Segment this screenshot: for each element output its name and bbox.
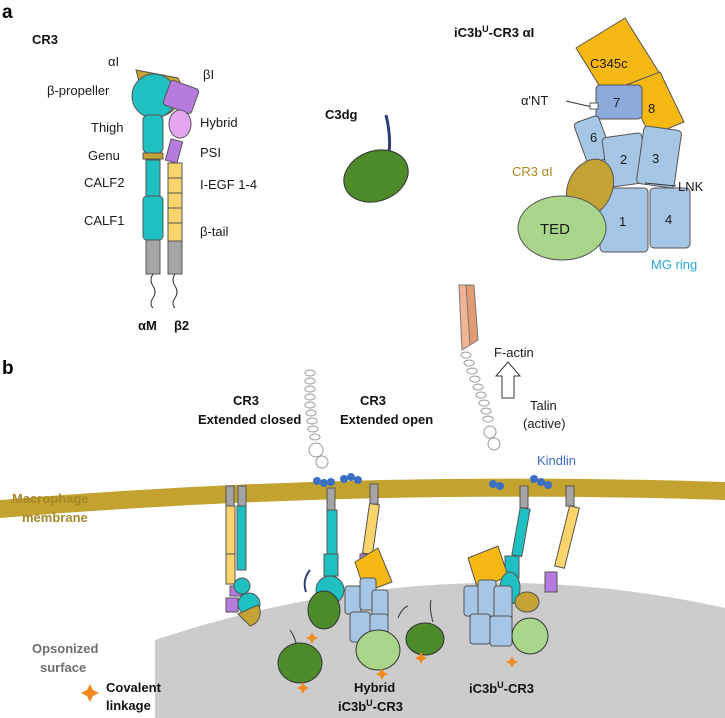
force-arrow-icon xyxy=(494,361,522,399)
alpha-m-label: αM xyxy=(138,318,157,333)
panel-b-letter: b xyxy=(2,358,14,379)
open-subtitle: Extended open xyxy=(340,412,433,427)
alpha-tail xyxy=(150,273,156,309)
alpha-nt-label: α'NT xyxy=(521,93,548,108)
kindlin-active xyxy=(489,475,552,490)
covalent-label-2: linkage xyxy=(106,698,151,713)
surface-label-1: Opsonized xyxy=(32,641,99,656)
alpha-tm xyxy=(145,239,161,275)
mg6-label: 6 xyxy=(590,130,597,145)
label-genu: Genu xyxy=(88,148,120,163)
covalent-star-icon xyxy=(81,684,99,702)
mg7-domain xyxy=(595,84,643,120)
cr3-extended-closed: CR3 Extended closed xyxy=(198,393,301,627)
mg3-domain xyxy=(636,125,682,189)
talin-state-label: (active) xyxy=(523,416,566,431)
label-beta-i: βI xyxy=(203,67,214,82)
hybrid-domain xyxy=(168,109,192,139)
complex-schematic: iC3bU-CR3 αI C345c 8 7 α'NT 6 2 3 1 4 LN… xyxy=(454,17,704,272)
mg8-label: 8 xyxy=(648,101,655,116)
lnk-label: LNK xyxy=(678,179,704,194)
kindlin-label: Kindlin xyxy=(537,453,576,468)
label-hybrid: Hybrid xyxy=(200,115,238,130)
cr3-title: CR3 xyxy=(32,32,58,47)
ted-domain xyxy=(517,195,607,261)
membrane-label-1: Macrophage xyxy=(12,491,89,506)
f-actin-label: F-actin xyxy=(494,345,534,360)
alpha-nt-segment xyxy=(589,102,599,110)
label-beta-tail: β-tail xyxy=(200,224,229,239)
mg7-label: 7 xyxy=(613,95,620,110)
beta-tm xyxy=(167,240,183,275)
hybrid-label-2: iC3bU-CR3 xyxy=(338,698,403,714)
label-calf1: CALF1 xyxy=(84,213,124,228)
genu-domain xyxy=(142,152,164,160)
hybrid-label-1: Hybrid xyxy=(354,680,395,695)
surface-c3dg xyxy=(277,599,445,694)
membrane-label-2: membrane xyxy=(22,510,88,525)
mg4-label: 4 xyxy=(665,212,672,227)
calf1-domain xyxy=(142,195,164,241)
kindlin-open xyxy=(313,473,362,487)
lnk-pointer xyxy=(644,182,677,187)
closed-subtitle: Extended closed xyxy=(198,412,301,427)
alpha-i-label: αI xyxy=(108,54,119,69)
talin-rod-open xyxy=(304,369,329,469)
panel-a-letter: a xyxy=(2,2,13,23)
c3dg-title: C3dg xyxy=(325,107,358,122)
complex-title: iC3bU-CR3 αI xyxy=(454,24,534,40)
label-beta-propeller: β-propeller xyxy=(47,83,110,98)
ted-label: TED xyxy=(540,221,570,238)
mg1-label: 1 xyxy=(619,214,626,229)
mg-ring-label: MG ring xyxy=(651,257,697,272)
label-calf2: CALF2 xyxy=(84,175,124,190)
beta-i-domain xyxy=(162,79,200,115)
macrophage-membrane xyxy=(0,478,725,518)
beta-tail xyxy=(172,273,178,309)
cr3-schematic: CR3 αI βI β-pr xyxy=(32,32,257,333)
label-psi: PSI xyxy=(200,145,221,160)
active-complex: F-actin Talin (active) Kindlin xyxy=(458,284,580,668)
beta-tail-domain xyxy=(167,222,183,242)
complex-label: iC3bU-CR3 xyxy=(469,680,534,696)
c3dg-body xyxy=(343,149,409,203)
beta-2-label: β2 xyxy=(174,318,189,333)
talin-label: Talin xyxy=(530,398,557,413)
surface-label-2: surface xyxy=(40,660,86,675)
c345c-label: C345c xyxy=(590,56,628,71)
open-title: CR3 xyxy=(360,393,386,408)
talin-rod-active xyxy=(460,351,501,451)
mg4-domain xyxy=(649,187,691,249)
iegf-stack xyxy=(167,162,183,224)
psi-domain xyxy=(164,138,184,164)
mg2-label: 2 xyxy=(620,152,627,167)
closed-title: CR3 xyxy=(233,393,259,408)
opsonized-surface xyxy=(155,582,725,718)
cr3-extended-open: CR3 Extended open xyxy=(303,369,433,671)
mg3-label: 3 xyxy=(652,151,659,166)
alpha-nt-pointer xyxy=(565,100,593,108)
covalent-label-1: Covalent xyxy=(106,680,162,695)
thigh-domain xyxy=(142,114,164,154)
label-thigh: Thigh xyxy=(91,120,124,135)
label-iegf: I-EGF 1-4 xyxy=(200,177,257,192)
c3dg-schematic: C3dg xyxy=(325,107,409,203)
calf2-domain xyxy=(145,159,161,197)
cr3-ai-label: CR3 αI xyxy=(512,164,553,179)
